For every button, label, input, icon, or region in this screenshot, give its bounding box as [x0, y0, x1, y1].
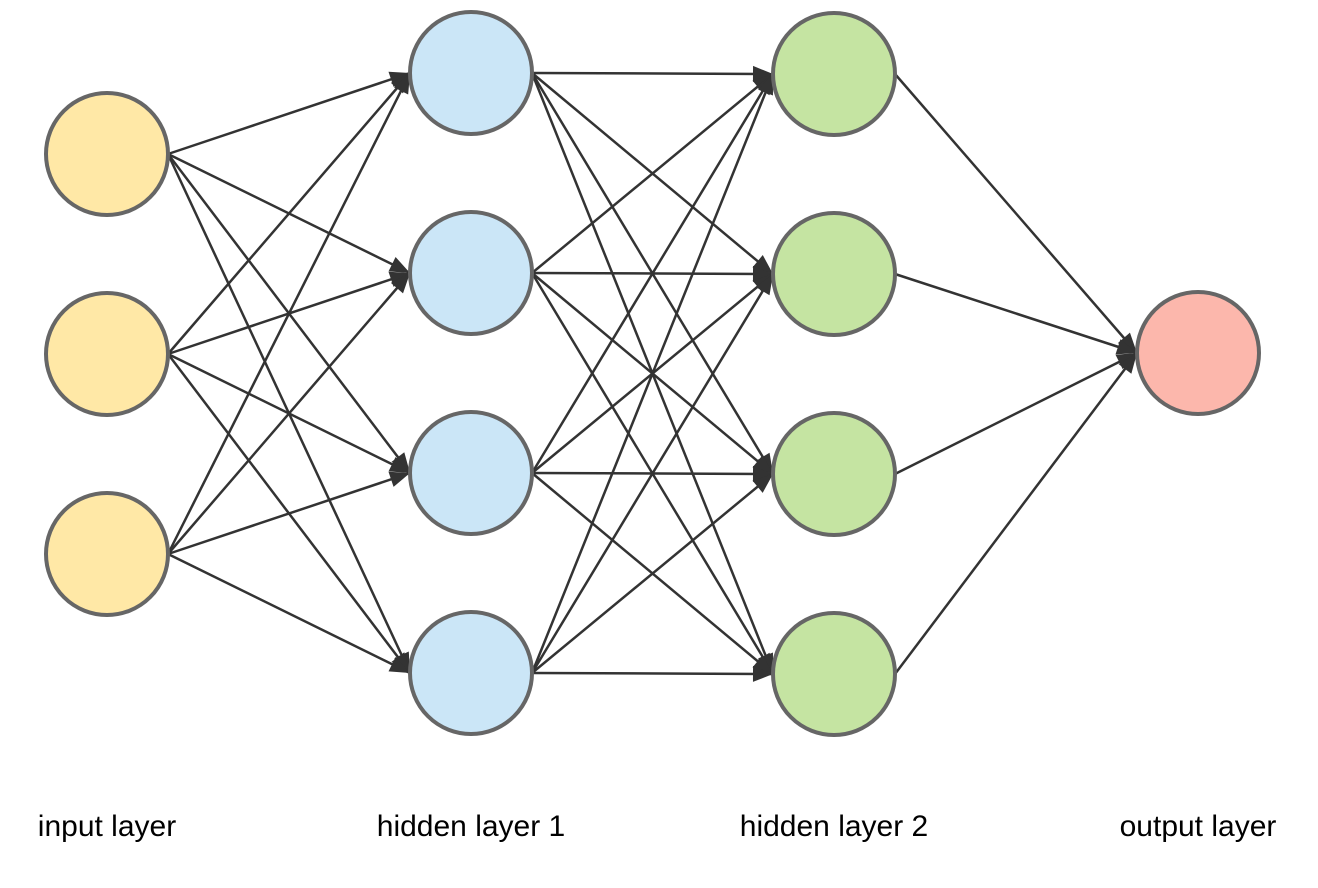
hidden1-node-4 — [408, 610, 534, 736]
hidden2-node-2 — [771, 211, 897, 337]
hidden1-node-1 — [408, 10, 534, 136]
layer-label-hidden2: hidden layer 2 — [740, 810, 928, 843]
layer-label-output: output layer — [1120, 810, 1277, 843]
edge-hidden1-1-to-hidden2-1 — [531, 65, 774, 82]
hidden2-node-4 — [771, 611, 897, 737]
input-node-3 — [44, 491, 170, 617]
edge-input-3-to-hidden1-2 — [167, 272, 411, 555]
layer-label-hidden1: hidden layer 1 — [377, 810, 565, 843]
edge-hidden1-4-to-hidden2-4 — [531, 665, 774, 682]
edge-hidden1-3-to-hidden2-1 — [530, 73, 775, 474]
hidden2-node-1 — [771, 11, 897, 137]
labels-group: input layer hidden layer 1 hidden layer 2 o… — [38, 810, 1277, 843]
edge-hidden2-3-to-output-1 — [894, 351, 1138, 476]
edge-input-2-to-hidden1-1 — [167, 72, 411, 355]
edge-hidden1-4-to-hidden2-2 — [530, 273, 775, 674]
edge-hidden1-2-to-hidden2-1 — [531, 73, 774, 274]
output-node-1 — [1135, 290, 1261, 416]
edge-input-3-to-hidden1-3 — [167, 471, 411, 556]
edge-input-3-to-hidden1-4 — [167, 552, 411, 675]
edge-hidden2-4-to-output-1 — [894, 352, 1138, 675]
hidden1-node-3 — [408, 410, 534, 536]
hidden2-node-3 — [771, 411, 897, 537]
edges-group — [166, 65, 1138, 682]
nodes-group — [44, 10, 1261, 737]
edge-hidden1-4-to-hidden2-3 — [531, 473, 774, 674]
edge-hidden1-4-to-hidden2-1 — [530, 73, 775, 674]
layer-label-input: input layer — [38, 810, 176, 843]
edge-input-3-to-hidden1-1 — [166, 72, 412, 555]
input-node-2 — [44, 291, 170, 417]
input-node-1 — [44, 91, 170, 217]
hidden1-node-2 — [408, 210, 534, 336]
edge-hidden2-1-to-output-1 — [894, 73, 1138, 354]
edge-input-1-to-hidden1-1 — [167, 71, 411, 156]
edge-hidden2-2-to-output-1 — [894, 272, 1138, 355]
